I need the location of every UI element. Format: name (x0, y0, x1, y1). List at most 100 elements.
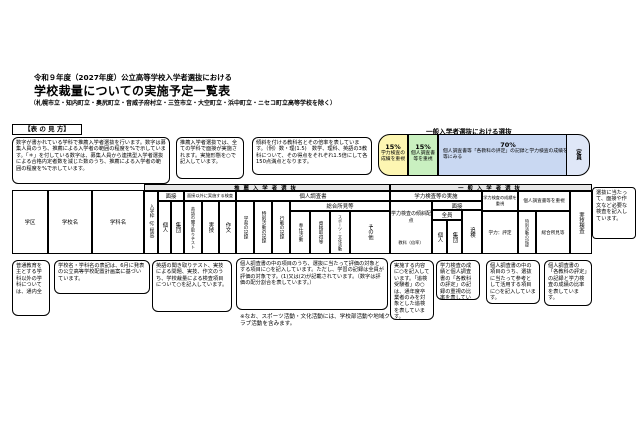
th-chosa-label: 個人調査書 (299, 194, 327, 200)
note-sanko-text: 個人調査書の中の項目のうち、選抜に当たって参考として活用する項目に○を記入してい… (490, 263, 536, 302)
th-gakka-label: 学科名 (109, 220, 127, 226)
th-gakka: 学科名 (92, 190, 144, 254)
th-gakku: 学区 (12, 190, 48, 254)
th-shudan: 集団 (171, 201, 184, 254)
th-keisha: 学力検査の傾斜配点教科（倍率） (390, 201, 432, 254)
th-kojin-shitsu-label: 個人調査書等を重視 (523, 199, 565, 204)
th-nyugaku: 入学枠（%程度） (144, 191, 158, 254)
th-gakko-label: 学校名 (61, 220, 79, 226)
th-eigo-label: 英語の聞き取りテスト (191, 206, 196, 249)
th-gakushu-label: 学習の記録 (243, 216, 248, 239)
note-keisha-text: 傾斜を付ける教科名とその倍率を表しています。（例）数・理(1.5) 数学、理科、… (256, 140, 368, 166)
th-sports: スポーツ・文化活動 (330, 211, 350, 254)
note-gakku-text: 普通教育を主とする学科以外の学科については、通内全 (16, 263, 42, 295)
note-suisen-waku: 数字が書かれている学科で推薦入学者選抜を行います。数字は募集人員のうち、推薦によ… (12, 137, 170, 184)
header-line1: 令和９年度（2027年度）公立高等学校入学者選抜における (34, 73, 232, 82)
th-gakushu: 学習の記録 (236, 201, 254, 254)
th-keisha-label: 学力検査の傾斜配点 (391, 210, 432, 224)
th-gakuryoku-hyotei-label: 学力：評定 (488, 230, 512, 236)
note-chosa-text: 個人調査書の中の項目のうち、選抜に当たって評価の対象とする項目に○を記入していま… (240, 261, 384, 287)
footnote: ※なお、スポーツ活動・文化活動には、学校部活動や地域クラブ活動を含みます。 (240, 314, 391, 327)
th-jitsugi: 実技 (202, 201, 219, 254)
th-sougou: 総合所見等 (290, 201, 390, 211)
th-chosa: 個人調査書 (236, 191, 390, 201)
th-sonota: その他 (350, 211, 390, 254)
th-nyugaku-label: 入学枠（%程度） (149, 203, 154, 242)
th-koudou: 行動の記録 (272, 201, 290, 254)
cylinder-seg1: 15% 学力検査の成績を重視 (378, 134, 408, 176)
th-sougou-label: 総合所見等 (326, 204, 354, 210)
legend-label: 【表 の 見 方】 (12, 124, 82, 135)
cyl-s1-pct: 15% (385, 143, 401, 151)
th-sports-label: スポーツ・文化活動 (338, 214, 343, 251)
note-gakko: 学校名・学科名の表記は、6月に発表の公立高等学校配置計画案に基づいています。 (54, 260, 150, 294)
th-kojin-label: 個人 (161, 222, 168, 233)
th-tokubetsu2: 特別活動の記録 (518, 211, 536, 254)
th-hoshi: 奉仕活動 (290, 211, 310, 254)
th-gakku-label: 学区 (24, 220, 36, 226)
th-ippan-label: 一般入学者選抜 (458, 185, 524, 192)
page-title: 学校裁量についての実施予定一覧表 (34, 84, 231, 98)
cylinder-seg3: 70% 個人調査書等「各教科の評定」の記録と学力検査の成績を同等にみる (438, 134, 578, 176)
general-title: 一般入学者選抜における選抜 (426, 128, 512, 136)
th-kobetsu-label: 個人 (436, 231, 443, 243)
th-tsuika: 追検 (462, 210, 482, 254)
th-jitsugi-label: 実技 (207, 222, 214, 233)
th-gakuryoku: 学力検査等の実施 (390, 191, 482, 201)
note-jisshi-text: 実施する内容に○を記入しています。「追検受験者」の○は、通年度卒業者のみを対象と… (394, 263, 430, 320)
note-mensetsu: 推薦入学者選抜では、全ての学科で面接が実施されます。実施形態を○で記入しています… (176, 137, 244, 179)
header-line3: （札幌市立・知内町立・奥尻町立・音威子府村立・三笠市立・大空町立・浜中町立・ニセ… (30, 100, 337, 107)
th-jitsugi2: 実技検査 (570, 191, 592, 254)
th-gakuryoku-hyotei: 学力：評定 (482, 211, 518, 254)
note-hiritsu: 学力検査の成績と個人調査書の「各教科の評定」の記録の重視の比率を表しています。 (436, 260, 480, 300)
note-jisshi: 実施する内容に○を記入しています。「追検受験者」の○は、通年度卒業者のみを対象と… (390, 260, 434, 320)
note-kensa: 選抜に当たって、面接や作文など必要な検査を記入しています。 (592, 187, 636, 239)
cyl-s2-text: 個人調査書等を重視 (411, 151, 435, 162)
th-gakko: 学校名 (48, 190, 92, 254)
th-sakubun: 作文 (219, 201, 236, 254)
cylinder-seg2: 15% 個人調査書等を重視 (408, 134, 438, 176)
th-shudan2-label: 集団 (451, 231, 458, 243)
th-seiseki-label: 学力検査の成績を重視 (483, 195, 517, 206)
th-test: 面接以外に実施する検査 (184, 191, 236, 201)
cyl-end-text: 定員 (575, 149, 581, 161)
th-sougou2-label: 総合所見等 (541, 230, 565, 236)
th-jitsugi2-label: 実技検査 (578, 211, 584, 234)
th-eigo: 英語の聞き取りテスト (184, 201, 202, 254)
th-tokubetsu2-label: 特別活動の記録 (525, 218, 530, 247)
th-sougou2: 総合所見等 (536, 211, 570, 254)
cylinder-end: 定員 (566, 134, 590, 176)
th-kobetsu: 個人 (432, 220, 447, 254)
th-kojin: 個人 (158, 201, 171, 254)
th-suisen-label: 推薦入学者選抜 (234, 185, 300, 192)
th-gakuryoku-label: 学力検査等の実施 (414, 194, 458, 200)
th-sonota-label: その他 (367, 224, 373, 241)
note-kensa-koumoku: 英語の聞き取りテスト、実技による問題、実技、作文のうち、学校裁量による検査項目に… (152, 260, 232, 312)
note-mensetsu-text: 推薦入学者選抜では、全ての学科で面接が実施されます。実施形態を○で記入しています… (180, 140, 238, 166)
th-test-label: 面接以外に実施する検査 (186, 193, 234, 198)
note-hyotei: 個人調査書の「各教科の評定」の記録と学力検査の成績の比率を表しています。 (544, 260, 592, 306)
note-chosa: 個人調査書の中の項目のうち、選抜に当たって評価の対象とする項目に○を記入していま… (236, 258, 388, 310)
th-zenin-label: 全員 (441, 213, 453, 219)
th-tokubetsu: 特別活動の記録 (254, 201, 272, 254)
th-ippan: 一般入学者選抜 (390, 184, 592, 192)
th-kyouka-label: 教科（倍率） (398, 239, 424, 245)
note-kensa-text: 選抜に当たって、面接や作文など必要な検査を記入しています。 (596, 190, 628, 222)
th-tokubetsu-label: 特別活動の記録 (261, 211, 266, 244)
cyl-s2-pct: 15% (415, 143, 431, 151)
th-mensetsu2-label: 面接 (451, 203, 463, 210)
th-mensetsu2: 面接 (432, 201, 482, 210)
th-mensetsu-label: 面接 (165, 194, 177, 200)
th-sakubun-label: 作文 (224, 222, 231, 233)
cyl-s1-text: 学力検査の成績を重視 (381, 151, 405, 162)
th-suisen: 推薦入学者選抜 (144, 184, 390, 192)
cyl-s3-pct: 70% (500, 141, 516, 149)
cyl-s3-text: 個人調査書等「各教科の評定」の記録と学力検査の成績を同等にみる (443, 149, 573, 160)
th-kojin-shitsu: 個人調査書等を重視 (518, 191, 570, 211)
th-shudan-label: 集団 (174, 222, 181, 233)
th-shikaku: 資格取得等 (310, 211, 330, 254)
th-seiseki: 学力検査の成績を重視 (482, 191, 518, 211)
th-koudou-label: 行動の記録 (279, 216, 284, 239)
note-keisha: 傾斜を付ける教科名とその倍率を表しています。（例）数・理(1.5) 数学、理科、… (252, 137, 372, 175)
th-shikaku-label: 資格取得等 (318, 221, 323, 244)
